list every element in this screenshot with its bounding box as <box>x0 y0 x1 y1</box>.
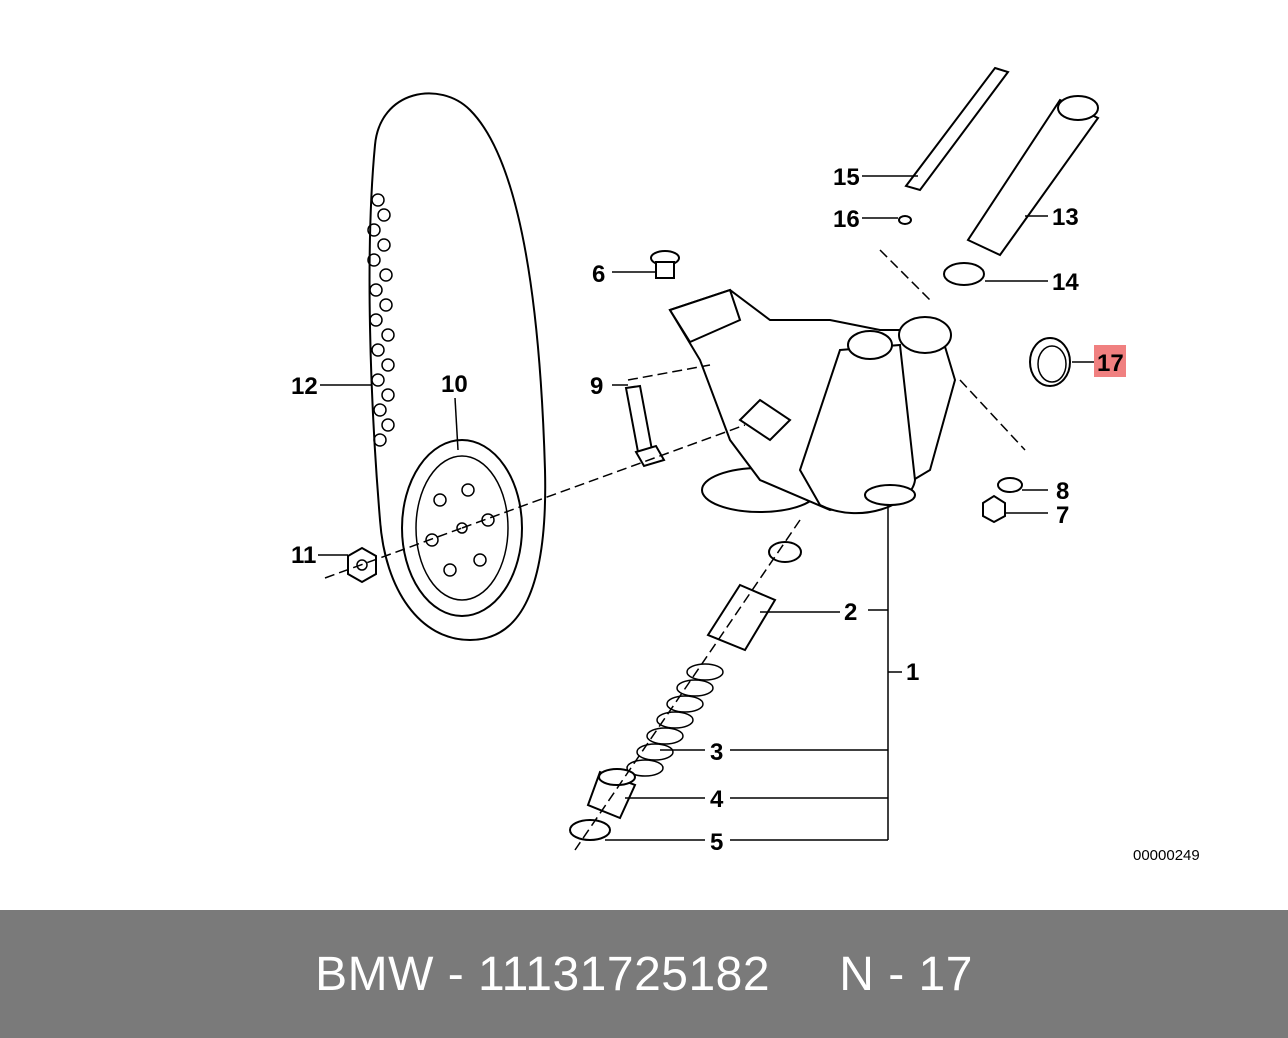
callout-5: 5 <box>710 829 723 856</box>
callout-6: 6 <box>592 261 605 288</box>
callout-4: 4 <box>710 786 724 813</box>
washer <box>997 477 1023 493</box>
spring <box>626 663 724 777</box>
timing-chain <box>367 92 547 642</box>
reference-code: 00000249 <box>1133 847 1200 864</box>
callout-15: 15 <box>833 164 860 191</box>
callout-14: 14 <box>1052 269 1079 296</box>
bolt-6 <box>650 250 680 279</box>
sleeve <box>966 95 1100 257</box>
callout-3: 3 <box>710 739 723 766</box>
callout-13: 13 <box>1052 204 1079 231</box>
o-ring <box>943 262 985 286</box>
callout-11: 11 <box>291 542 316 569</box>
circlip <box>569 819 611 841</box>
o-ring-small <box>898 215 912 225</box>
leader-lines <box>318 175 1095 841</box>
highlight-box <box>1094 345 1126 377</box>
callout-8: 8 <box>1056 478 1069 505</box>
callout-7: 7 <box>1056 502 1069 529</box>
bolt-9 <box>624 384 666 468</box>
callout-2: 2 <box>844 599 857 626</box>
part-number-caption: BMW - 11131725182 N - 17 <box>315 947 973 1001</box>
callout-10: 10 <box>441 371 468 398</box>
piston <box>706 541 802 652</box>
callout-1: 1 <box>906 659 919 686</box>
callout-12: 12 <box>291 373 318 400</box>
callouts: 15 16 13 14 17 6 9 12 10 11 8 7 2 1 3 4 … <box>291 164 1124 856</box>
pipe <box>904 66 1010 192</box>
parts-diagram: 15 16 13 14 17 6 9 12 10 11 8 7 2 1 3 4 … <box>291 66 1200 864</box>
sealing-ring <box>1029 337 1071 387</box>
callout-16: 16 <box>833 206 860 233</box>
callout-17: 17 <box>1097 350 1124 377</box>
oil-pump-housing <box>668 288 957 515</box>
footer-bar: BMW - 11131725182 N - 17 <box>0 910 1288 1038</box>
callout-9: 9 <box>590 373 603 400</box>
assembly-lines <box>324 249 1026 851</box>
nut-7 <box>982 494 1006 524</box>
cap <box>586 768 637 820</box>
